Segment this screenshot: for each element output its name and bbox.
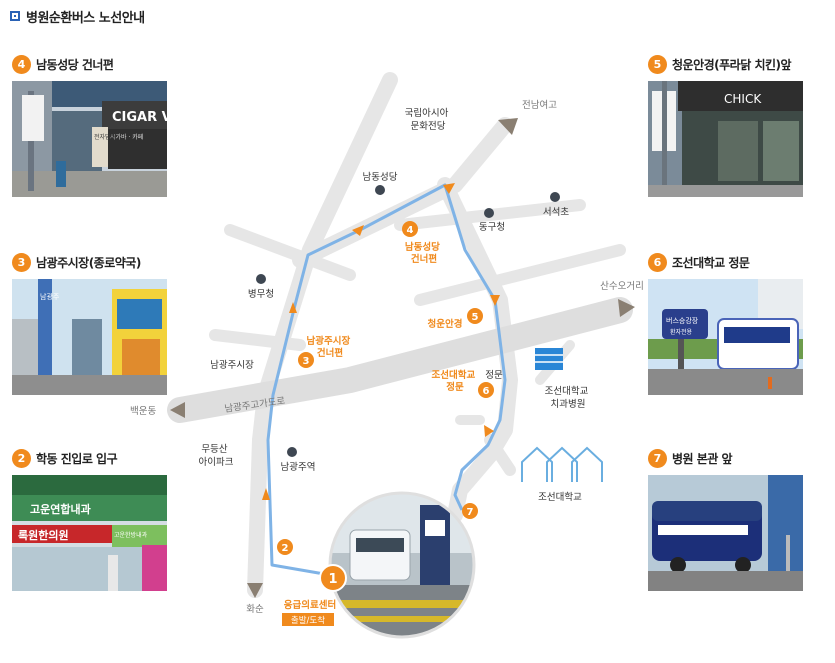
stop-number: 4: [12, 54, 31, 74]
label-donggu-office: 동구청: [479, 222, 505, 233]
arrow-jeonnam-icon: [498, 118, 518, 135]
stop-card-3[interactable]: 3 남광주시장(종로약국) 남광주: [12, 251, 172, 395]
direction-arrows: [170, 118, 635, 598]
svg-text:5: 5: [472, 312, 479, 323]
svg-text:전자담배: 전자담배: [94, 133, 116, 141]
svg-text:CIGAR V: CIGAR V: [112, 110, 167, 125]
svg-text:2: 2: [282, 543, 289, 554]
label-jeonnam-girls: 전남여고: [522, 99, 557, 111]
stop-card-2[interactable]: 2 학동 진입로 입구 고운연합내과 록원한의원 고운한방내과: [12, 447, 172, 591]
arrow-hwasun-icon: [247, 583, 263, 598]
svg-text:환자전용: 환자전용: [670, 328, 693, 336]
stop-card-4[interactable]: 4 남동성당 건너편 CIGAR V 시가바 · 카페 전자담배: [12, 53, 172, 197]
stop-number: 5: [648, 54, 667, 74]
stop-number: 3: [12, 252, 31, 272]
svg-text:시가바 · 카페: 시가바 · 카페: [110, 133, 143, 141]
label-seoseok-elem: 서석초: [543, 207, 569, 218]
map-stop-6[interactable]: 6: [478, 382, 494, 398]
label-chosun-univ: 조선대학교: [538, 492, 582, 503]
label-asia-culture: 국립아시아 문화전당: [405, 107, 452, 132]
label-front-gate: 정문: [485, 370, 503, 381]
route-arrow-icon: [443, 183, 455, 194]
start-end-badge: [282, 613, 334, 626]
marker-icon: [287, 447, 297, 457]
stop-number: 7: [648, 448, 667, 468]
map-stop-4-label: 남동성당 건너편: [405, 241, 443, 265]
label-hwasun: 화순: [246, 604, 264, 615]
stop-photo: 버스승강장 환자전용: [648, 279, 803, 395]
marker-icon: [256, 274, 266, 284]
svg-text:고운연합내과: 고운연합내과: [30, 502, 91, 516]
page-title-text: 병원순환버스 노선안내: [26, 10, 145, 26]
place-markers: [256, 185, 560, 457]
map-stop-1[interactable]: 1: [319, 564, 347, 592]
page-title: 병원순환버스 노선안내: [10, 6, 145, 26]
start-end-badge-text: 출발/도착: [291, 615, 325, 626]
route-arrow-icon: [484, 425, 494, 437]
label-baegun: 백운동: [130, 406, 156, 417]
route-arrow-icon: [352, 225, 364, 236]
stop-photo: 남광주: [12, 279, 167, 395]
stop-name: 병원 본관 앞: [672, 451, 733, 466]
stop-name: 청운안경(푸라닭 치킨)앞: [672, 57, 792, 72]
overpass-road: [167, 297, 633, 423]
map-stop-6-label: 조선대학교 정문: [431, 369, 478, 393]
map-stop-3[interactable]: 3: [298, 352, 314, 368]
svg-text:CHICK: CHICK: [724, 92, 762, 106]
map-stop-1-label: 응급의료센터: [284, 599, 336, 611]
label-mudeungsan-ipark: 무등산 아이파크: [199, 444, 234, 468]
svg-text:3: 3: [303, 356, 310, 367]
svg-text:록원한의원: 록원한의원: [18, 528, 69, 542]
stop-photo: CHICK: [648, 81, 803, 197]
marker-icon: [375, 185, 385, 195]
svg-text:6: 6: [483, 386, 490, 397]
map-stop-5-label: 청운안경: [428, 318, 463, 330]
map-stop-5[interactable]: 5: [467, 308, 483, 324]
marker-icon: [484, 208, 494, 218]
route-arrow-icon: [262, 488, 270, 500]
label-namdong-church: 남동성당: [363, 172, 398, 183]
marker-icon: [550, 192, 560, 202]
svg-text:버스승강장: 버스승강장: [666, 316, 699, 325]
arrow-sansu-icon: [618, 299, 635, 317]
label-byeongmu: 병무청: [248, 289, 274, 300]
stop-card-7[interactable]: 7 병원 본관 앞: [648, 447, 828, 591]
map-stop-7[interactable]: 7: [462, 503, 478, 519]
dental-hospital-building-icon: [535, 348, 563, 370]
svg-text:고운한방내과: 고운한방내과: [114, 531, 148, 539]
route-arrow-icon: [490, 295, 500, 306]
map-stop-3-label: 남광주시장 건너편: [306, 335, 353, 359]
stop-name: 조선대학교 정문: [672, 255, 750, 270]
stop-name: 학동 진입로 입구: [36, 451, 118, 466]
stop-photo: [648, 475, 803, 591]
arrow-baegun-icon: [170, 402, 185, 418]
bus-route-line: [266, 183, 507, 577]
label-namgwangju-station: 남광주역: [281, 461, 316, 473]
map-stop-4[interactable]: 4: [402, 221, 418, 237]
label-namgwangju-market: 남광주시장: [210, 359, 254, 371]
title-bullet-icon: [10, 11, 20, 21]
svg-text:1: 1: [328, 572, 337, 587]
stop-number: 2: [12, 448, 31, 468]
stop-card-5[interactable]: 5 청운안경(푸라닭 치킨)앞 CHICK: [648, 53, 828, 197]
stop-photo: CIGAR V 시가바 · 카페 전자담배: [12, 81, 167, 197]
svg-text:남광주: 남광주: [40, 292, 60, 301]
stop-number: 6: [648, 252, 667, 272]
label-dental-hospital: 조선대학교 치과병원: [545, 386, 592, 410]
route-arrow-icon: [289, 302, 297, 313]
stop-name: 남광주시장(종로약국): [36, 255, 141, 270]
label-sansu-ogeori: 산수오거리: [600, 281, 644, 292]
map-stop-2[interactable]: 2: [277, 539, 293, 555]
stop-name: 남동성당 건너편: [36, 57, 114, 72]
chosun-univ-icon: [521, 446, 603, 482]
svg-text:7: 7: [467, 507, 474, 518]
route-arrows: [262, 183, 500, 500]
svg-text:4: 4: [407, 225, 414, 236]
stop-card-6[interactable]: 6 조선대학교 정문 버스승강장 환자전용: [648, 251, 828, 395]
stop-photo: 고운연합내과 록원한의원 고운한방내과: [12, 475, 167, 591]
